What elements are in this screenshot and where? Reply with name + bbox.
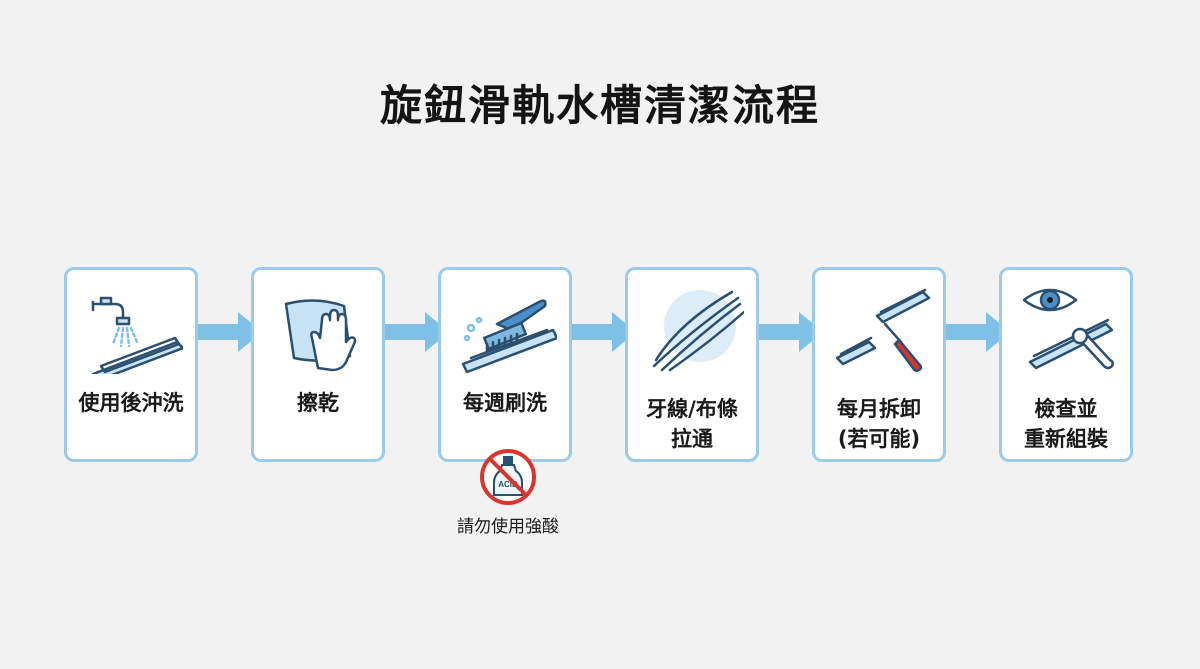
cloth-hand-icon (284, 299, 357, 372)
rail-screwdriver-icon (835, 288, 931, 372)
flow-arrow (946, 310, 1012, 354)
no-acid-icon: ACID (480, 449, 536, 505)
step-reassemble-label: 檢查並 重新組裝 (1024, 397, 1108, 451)
step-brush-card: 每週刷洗 (438, 267, 572, 462)
floss-strands-icon (652, 290, 744, 372)
flow-arrow (572, 310, 638, 354)
step-dry-card: 擦乾 (251, 267, 385, 462)
brush-icon (461, 299, 557, 374)
warning-label: 請勿使用強酸 (457, 517, 559, 537)
flow-arrow (759, 310, 825, 354)
eye-wrench-icon (1022, 288, 1114, 370)
step-rinse-label: 使用後沖洗 (78, 391, 184, 415)
step-floss-label: 牙線/布條 拉通 (646, 397, 738, 451)
step-reassemble-card: 檢查並 重新組裝 (999, 267, 1133, 462)
step-rinse-card: 使用後沖洗 (64, 267, 198, 462)
step-brush-label: 每週刷洗 (463, 391, 547, 415)
step-disassemble-label: 每月拆卸 (若可能) (837, 397, 921, 451)
faucet-rinse-icon (91, 296, 183, 374)
flow-arrow (385, 310, 451, 354)
step-dry-label: 擦乾 (297, 391, 339, 415)
flow-arrow (198, 310, 264, 354)
step-disassemble-card: 每月拆卸 (若可能) (812, 267, 946, 462)
acid-badge-text: ACID (498, 480, 518, 489)
page-title: 旋鈕滑軌水槽清潔流程 (379, 81, 820, 130)
step-floss-card: 牙線/布條 拉通 (625, 267, 759, 462)
